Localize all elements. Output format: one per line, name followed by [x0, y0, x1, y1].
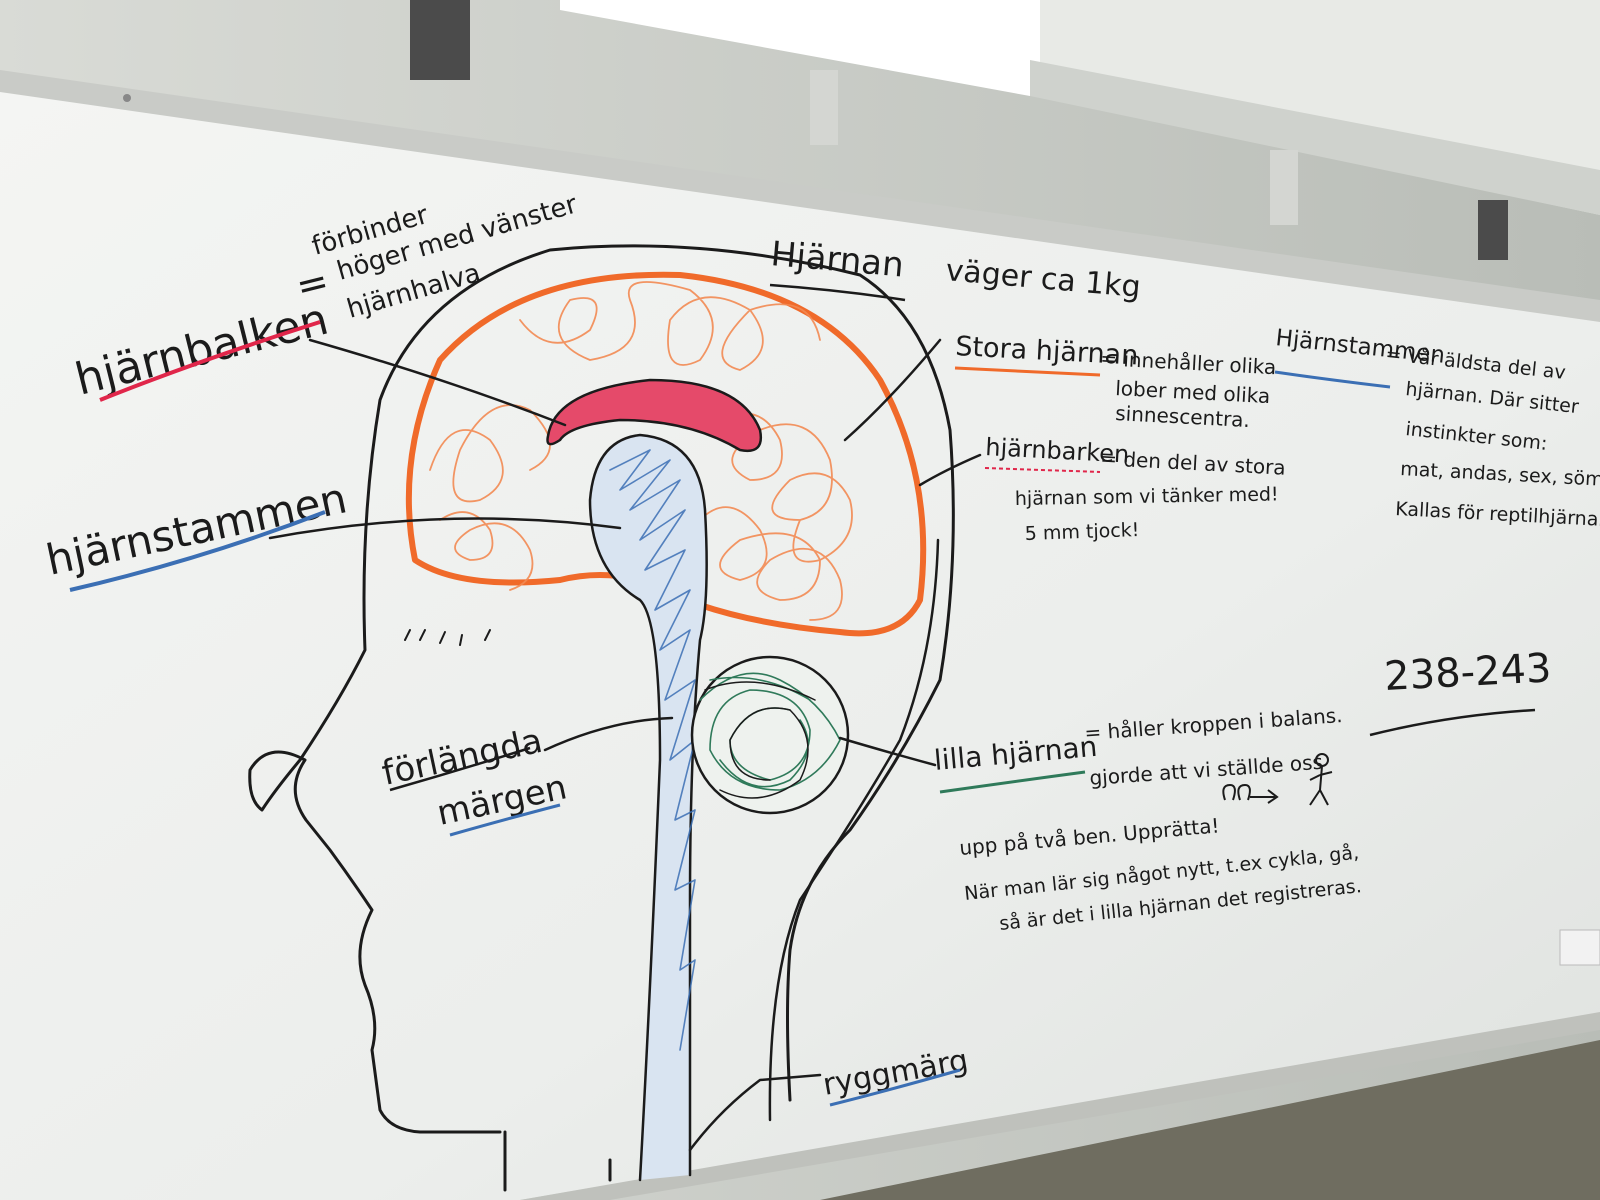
- whiteboard-frame-top: [0, 70, 1600, 322]
- head-outline: [248, 244, 955, 1192]
- stick-figure-icon: [1222, 753, 1333, 806]
- screw: [123, 94, 131, 102]
- lilla-underline: [939, 770, 1086, 794]
- light-bracket-right: [1270, 150, 1298, 225]
- brain-drawing: [248, 244, 982, 1192]
- forlangda-line2-underline: [449, 803, 561, 837]
- hjarnbarken-line2: hjärnan som vi tänker med!: [1015, 483, 1279, 510]
- hjarnstammen-right-underline: [1274, 370, 1391, 389]
- title-underline: [769, 283, 906, 302]
- pointer-hjarnbarken: [918, 453, 982, 487]
- pointer-stora: [843, 338, 942, 442]
- pointer-hjarnbalken: [308, 338, 567, 427]
- eraser: [1559, 929, 1600, 966]
- page-reference: 238-243: [1383, 645, 1552, 700]
- forlangda-underline: [389, 746, 531, 792]
- cerebellum-outline: [690, 655, 850, 815]
- brainstem-scribble: [609, 449, 696, 1051]
- light-housing-edge: [1030, 60, 1600, 215]
- pointer-ryggmarg: [688, 1073, 822, 1152]
- cortex-gyri: [429, 281, 853, 621]
- whiteboard-frame-bottom: [520, 1012, 1600, 1200]
- pointer-lilla: [838, 736, 937, 767]
- stora-underline: [954, 366, 1101, 377]
- hjarnbalken-underline: [99, 320, 321, 402]
- ryggmarg-underline: [829, 1068, 961, 1107]
- brain-outline-inner: [768, 538, 940, 1122]
- brainstem: [588, 433, 708, 1182]
- pointer-forlangda: [543, 716, 674, 752]
- corpus-callosum: [546, 378, 763, 453]
- light-bracket-mid: [810, 70, 838, 145]
- pointer-hjarnstammen: [268, 517, 622, 540]
- light-clamp: [1478, 200, 1508, 260]
- hjarnbarken-line3: 5 mm tjock!: [1024, 519, 1139, 545]
- eye: [404, 629, 491, 646]
- ceiling-light: [560, 0, 1040, 96]
- floor-shadow: [0, 1040, 1600, 1200]
- page-reference-underline: [1369, 708, 1536, 737]
- hjarnbarken-underline: [984, 467, 1101, 473]
- light-bracket-left: [410, 0, 470, 80]
- hjarnstammen-left-underline: [69, 510, 326, 592]
- cerebellum-scribble-dark: [704, 681, 816, 799]
